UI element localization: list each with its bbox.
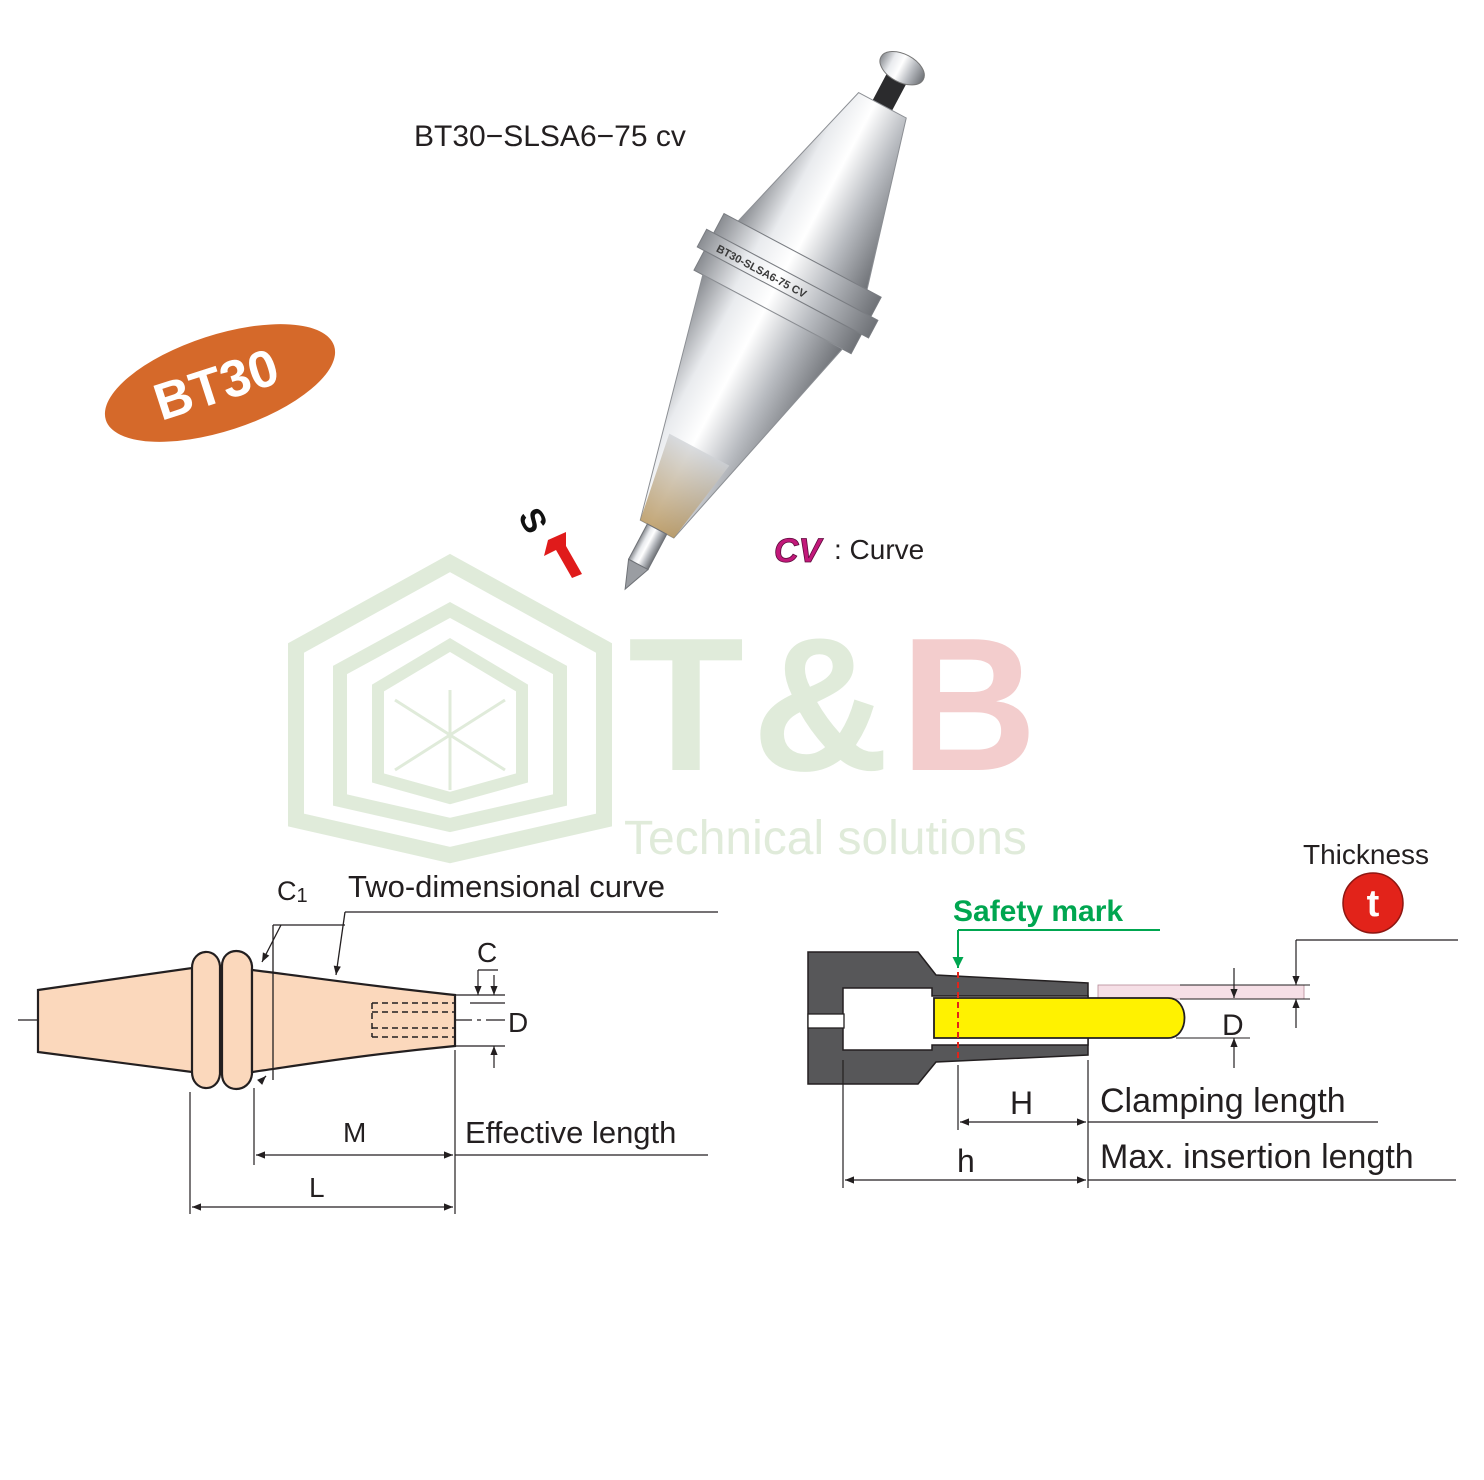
h-upper-label: H [1010,1085,1033,1121]
watermark-tagline: Technical solutions [624,812,1027,865]
thickness-label: Thickness [1303,839,1429,870]
cv-meaning: : Curve [834,534,924,565]
m-label: M [343,1117,366,1148]
safety-mark-label: Safety mark [953,895,1123,928]
c1-subscript: 1 [297,885,308,907]
product-model-label: BT30−SLSA6−75 cv [414,120,686,153]
watermark: T & B Technical solutions [288,553,1037,865]
l-label: L [309,1172,325,1203]
thickness-symbol: t [1367,883,1380,925]
effective-length-label: Effective length [465,1115,676,1150]
c-label: C [477,937,497,968]
holder-flange-ring [220,950,254,1090]
s-marker-arrow [544,532,582,578]
c1-label: C1 [277,876,308,907]
series-badge: BT30 [104,324,336,442]
watermark-hexagon-logo [288,553,612,864]
watermark-brand-amp: & [752,599,889,811]
s-marker-label: S [510,502,554,540]
s-marker: S [510,502,582,578]
holder-shank [250,968,457,1074]
cv-symbol: CV [774,532,825,570]
clamping-length-label: Clamping length [1100,1082,1346,1120]
left-dimension-diagram: C1 Two-dimensional curve C D M Effective… [18,869,718,1214]
holder-body-outline [36,950,222,1090]
tool-holder-photo: BT30-SLSA6-75 CV [624,50,925,591]
max-insertion-length-label: Max. insertion length [1100,1138,1414,1176]
cv-legend: CV : Curve [774,532,925,571]
c1-main: C [277,876,297,906]
h-lower-label: h [957,1143,975,1179]
watermark-brand-b: B [900,599,1037,811]
d-label-right: D [1222,1009,1244,1042]
thickness-badge: t [1342,872,1404,934]
watermark-brand-t: T [628,599,744,811]
d-label-left: D [508,1007,528,1038]
two-dimensional-curve-label: Two-dimensional curve [348,869,665,904]
tool-insert [933,997,1186,1039]
right-clamping-diagram: Safety mark Thickness t D H Clamping len… [807,839,1458,1188]
